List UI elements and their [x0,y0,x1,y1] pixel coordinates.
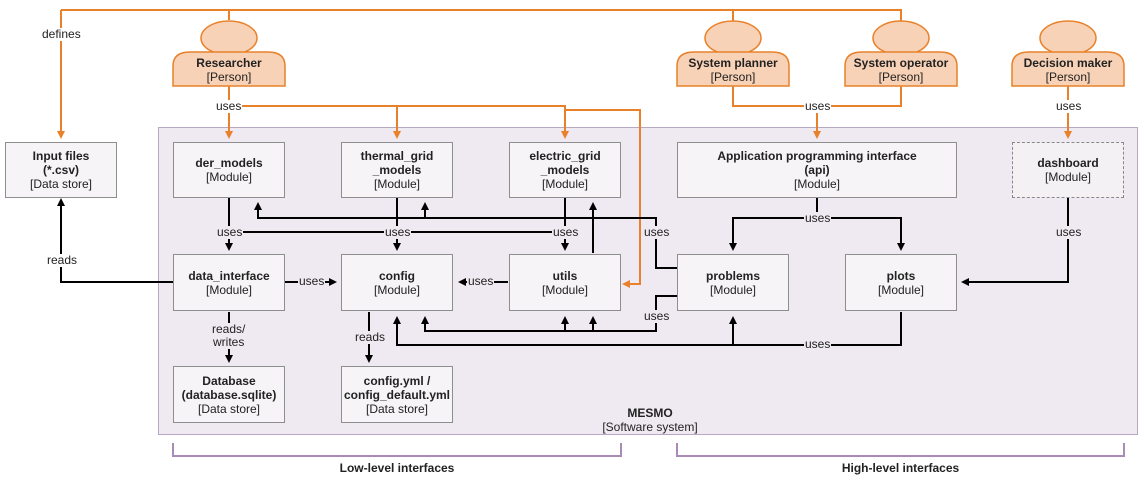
box-name: plots [886,268,916,283]
defines-connector [57,9,902,139]
person-type: [Person] [710,70,756,84]
researcher-person: Researcher [Person] [173,55,285,85]
box-name: electric_grid _models [529,149,601,177]
dashboard-uses-plots [961,198,1069,286]
edge-label-uses: uses [804,211,832,225]
problems-box: problems [Module] [677,254,789,311]
box-type: [Module] [709,282,757,297]
person-type: [Person] [206,70,252,84]
box-type: [Data store] [197,401,261,416]
box-name: problems [705,268,760,283]
edge-label-uses: uses [552,225,580,239]
person-type: [Person] [1045,70,1091,84]
edge-label-defines: defines [41,27,82,41]
electric-grid-models-box: electric_grid _models [Module] [509,142,621,198]
system-operator-person-shape [844,20,958,87]
plots-uses-bus [393,312,902,346]
person-name: Decision maker [1023,56,1113,70]
decision-maker-person-shape [1011,20,1125,87]
box-name: dashboard [1037,156,1099,170]
edge-label-uses: uses [1055,225,1083,239]
researcher-person-shape [172,20,286,87]
box-type: [Module] [877,282,925,297]
box-type: [Module] [373,177,421,191]
decision-maker-person: Decision maker [Person] [1012,55,1124,85]
box-name: thermal_grid _models [360,149,434,177]
high-level-interfaces-label: High-level interfaces [841,461,960,475]
edge-label-uses: uses [643,309,671,323]
box-name: Input files (*.csv) [32,149,90,177]
database-box: Database (database.sqlite) [Data store] [173,366,285,423]
box-type: [Data store] [29,177,93,191]
low-level-interfaces-label: Low-level interfaces [339,461,455,475]
config-box: config [Module] [341,254,453,311]
plots-box: plots [Module] [845,254,957,311]
system-name: MESMO [627,406,673,420]
problems-uses-config-utils [421,295,677,332]
config-yml-box: config.yml / config_default.yml [Data st… [341,366,453,423]
box-type: [Module] [205,170,253,184]
system-planner-person-shape [676,20,790,87]
dashboard-box: dashboard [Module] [1012,142,1124,198]
edge-label-uses: uses [216,225,244,239]
thermal-grid-models-box: thermal_grid _models [Module] [341,142,453,198]
box-name: config.yml / config_default.yml [343,373,450,402]
der-models-box: der_models [Module] [173,142,285,198]
system-planner-person: System planner [Person] [677,55,789,85]
person-name: System planner [688,56,778,70]
box-name: data_interface [188,268,270,283]
problems-uses-models [254,202,677,269]
edge-label-uses: uses [384,225,412,239]
system-type: [Software system] [602,420,698,434]
box-name: Application programming interface (api) [717,149,917,177]
person-name: System operator [853,56,949,70]
api-uses-plots [817,217,905,251]
api-box: Application programming interface (api) … [677,142,957,198]
box-type: [Module] [541,177,589,191]
box-name: utils [552,268,578,283]
box-name: Database (database.sqlite) [181,373,277,402]
box-type: [Module] [541,282,589,297]
edge-label-reads-writes: reads/ writes [211,322,247,349]
api-uses-problems [729,198,818,251]
input-files-box: Input files (*.csv) [Data store] [5,142,117,198]
edge-label-uses: uses [643,225,671,239]
system-operator-person: System operator [Person] [845,55,957,85]
edge-label-reads: reads [354,330,387,344]
edge-label-uses: uses [804,337,832,351]
box-type: [Data store] [365,401,429,416]
utils-box: utils [Module] [509,254,621,311]
group-braces [172,443,1125,457]
edge-label-uses: uses [215,99,243,113]
person-type: [Person] [878,70,924,84]
edge-label-reads: reads [46,253,79,267]
box-name: der_models [195,156,263,170]
edge-label-uses: uses [467,274,495,288]
box-type: [Module] [793,177,841,191]
edge-label-uses: uses [1055,99,1083,113]
data-interface-box: data_interface [Module] [173,254,285,311]
box-name: config [379,268,415,283]
box-type: [Module] [373,282,421,297]
box-type: [Module] [205,282,253,297]
reads-input-connector [57,198,173,283]
edge-label-uses: uses [298,274,326,288]
person-name: Researcher [196,56,262,70]
edge-label-uses: uses [804,99,832,113]
box-type: [Module] [1044,170,1092,184]
system-title: MESMO [Software system] [560,406,740,434]
